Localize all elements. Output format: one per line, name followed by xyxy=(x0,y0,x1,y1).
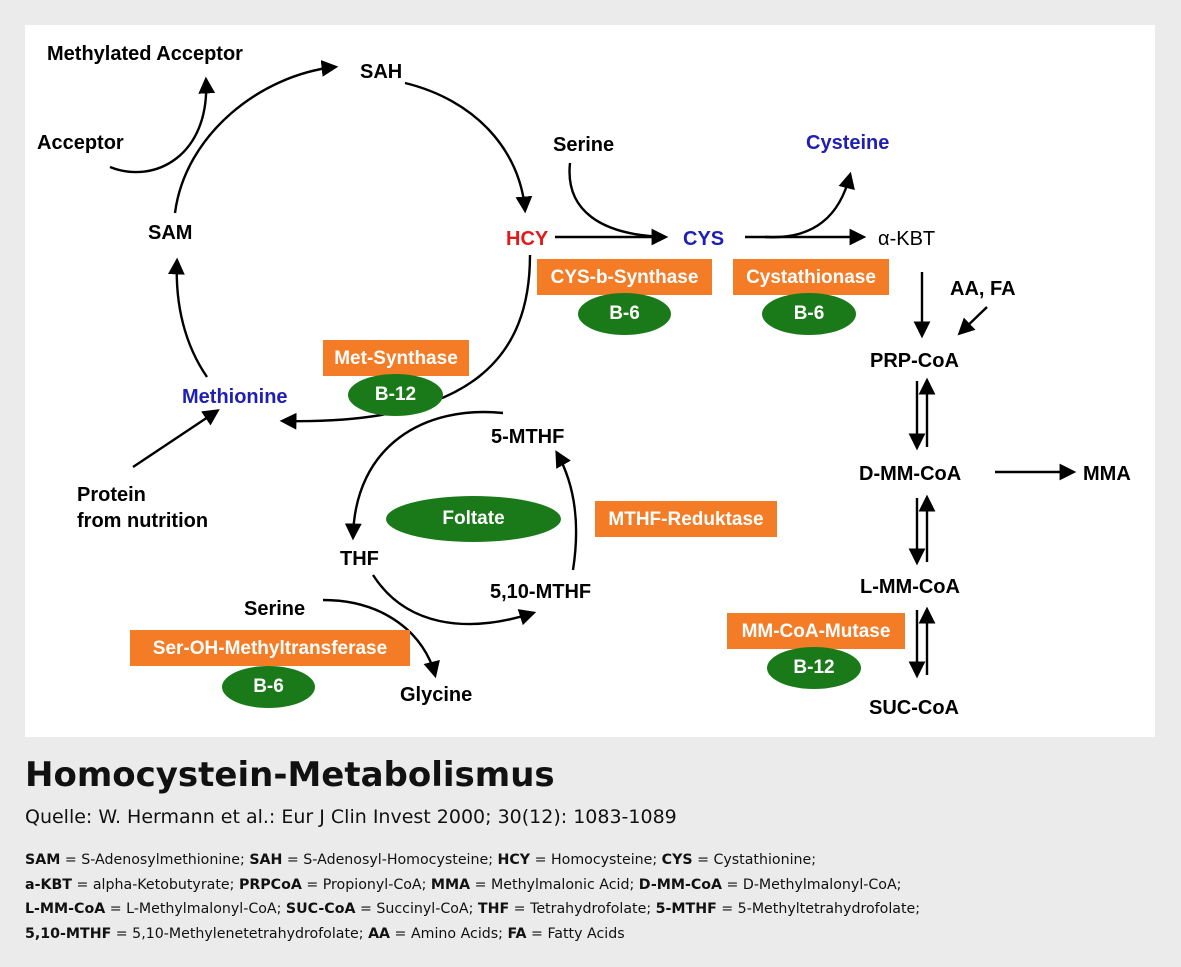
glossary-definition: = Cystathionine; xyxy=(692,852,817,868)
glossary-abbr: SUC-CoA xyxy=(285,901,356,917)
cofactor-b12-mutase: B-12 xyxy=(767,647,861,689)
arrow-sam-to-sah xyxy=(173,60,339,214)
node-5-10-mthf: 5,10-MTHF xyxy=(490,581,592,603)
glossary-definition: = L-Methylmalonyl-CoA; xyxy=(105,901,286,917)
arrow-hcy-to-methionine xyxy=(279,254,532,430)
glossary-line: SAM = S-Adenosylmethionine; SAH = S-Aden… xyxy=(25,848,1165,873)
glossary-abbr: AA xyxy=(368,925,391,942)
node-5-mthf: 5-MTHF xyxy=(491,426,565,448)
node-aa-fa: AA, FA xyxy=(950,278,1016,300)
arrow-acceptor-to-methylated xyxy=(109,76,216,174)
glossary-definition: = alpha-Ketobutyrate; xyxy=(71,876,239,893)
arrow-5mthf-to-thf xyxy=(344,410,504,541)
glossary-abbr: a-KBT xyxy=(25,876,72,893)
glossary-abbr: CYS xyxy=(661,852,693,868)
source-citation: Quelle: W. Hermann et al.: Eur J Clin In… xyxy=(25,806,677,828)
glossary-definition: = 5,10-Methylenetetrahydrofolate; xyxy=(111,925,369,942)
node-glycine: Glycine xyxy=(400,684,473,706)
glossary-abbr: FA xyxy=(507,925,527,942)
arrow-5-10mthf-to-5mthf xyxy=(555,450,578,571)
glossary-abbr: MMA xyxy=(430,876,471,893)
arrow-protein-to-methionine xyxy=(132,409,220,468)
glossary-abbr: PRPCoA xyxy=(238,876,302,893)
arrow-serine-to-glycine xyxy=(322,598,440,679)
pathway-diagram: Methylated Acceptor SAH Acceptor SAM Met… xyxy=(25,25,1155,737)
glossary-abbr: THF xyxy=(477,901,510,917)
glossary-definition: = Tetrahydrofolate; xyxy=(509,901,656,917)
glossary-abbr: SAH xyxy=(249,852,283,868)
arrow-thf-to-5-10mthf xyxy=(371,574,537,626)
glossary-abbr: 5-MTHF xyxy=(655,901,717,917)
glossary-definition: = Homocysteine; xyxy=(530,852,662,868)
node-cysteine: Cysteine xyxy=(806,132,890,154)
node-hcy: HCY xyxy=(506,228,549,250)
glossary-definition: = S-Adenosyl-Homocysteine; xyxy=(282,852,498,868)
glossary-definition: = Succinyl-CoA; xyxy=(355,901,478,917)
cofactor-b6-cystathionase: B-6 xyxy=(762,293,856,335)
enzyme-mthf-reduktase: MTHF-Reduktase xyxy=(595,501,777,537)
node-mma: MMA xyxy=(1083,463,1131,485)
enzyme-mm-coa-mutase: MM-CoA-Mutase xyxy=(727,613,905,649)
glossary-line: 5,10-MTHF = 5,10-Methylenetetrahydrofola… xyxy=(25,922,1165,947)
glossary-line: L-MM-CoA = L-Methylmalonyl-CoA; SUC-CoA … xyxy=(25,897,1165,922)
arrow-aafa-to-prpcoa xyxy=(957,306,988,336)
glossary-definition: = Propionyl-CoA; xyxy=(301,876,431,893)
cofactor-b6-cbs: B-6 xyxy=(578,293,671,335)
glossary-abbr: 5,10-MTHF xyxy=(25,925,112,942)
node-a-kbt: α-KBT xyxy=(878,228,936,250)
node-suc-coa: SUC-CoA xyxy=(869,697,959,719)
glossary-abbr: L-MM-CoA xyxy=(25,901,106,917)
glossary-abbr: SAM xyxy=(25,852,61,868)
node-acceptor: Acceptor xyxy=(37,132,124,154)
cofactor-b6-shmt: B-6 xyxy=(222,666,315,708)
node-sam: SAM xyxy=(148,222,193,244)
glossary-abbr: D-MM-CoA xyxy=(638,876,722,893)
glossary-line: a-KBT = alpha-Ketobutyrate; PRPCoA = Pro… xyxy=(25,873,1165,898)
node-d-mm-coa: D-MM-CoA xyxy=(859,463,962,485)
arrow-cys-to-cysteine xyxy=(764,171,855,239)
page-title: Homocystein-Metabolismus xyxy=(25,755,555,795)
glossary-definition: = Amino Acids; xyxy=(390,925,508,942)
node-protein: Protein xyxy=(77,484,146,506)
glossary-definition: = 5-Methyltetrahydrofolate; xyxy=(716,901,921,917)
node-l-mm-coa: L-MM-CoA xyxy=(860,576,960,598)
pathway-arrows xyxy=(109,60,1077,679)
node-prp-coa: PRP-CoA xyxy=(870,350,959,372)
abbreviation-glossary: SAM = S-Adenosylmethionine; SAH = S-Aden… xyxy=(25,848,1165,946)
glossary-definition: = Methylmalonic Acid; xyxy=(470,876,639,893)
cofactor-b12-met-synthase: B-12 xyxy=(348,374,443,416)
node-methylated-acceptor: Methylated Acceptor xyxy=(47,43,243,65)
node-serine-bottom: Serine xyxy=(244,598,306,620)
glossary-definition: = Fatty Acids xyxy=(526,925,625,942)
enzyme-ser-oh-methyltransferase: Ser-OH-Methyltransferase xyxy=(130,630,410,666)
node-cys: CYS xyxy=(683,228,725,250)
cofactor-foltate: Foltate xyxy=(386,496,561,542)
arrow-methionine-to-sam xyxy=(168,257,208,378)
enzyme-met-synthase: Met-Synthase xyxy=(323,340,469,376)
node-from-nutrition: from nutrition xyxy=(77,510,209,532)
node-serine-top: Serine xyxy=(553,134,615,156)
arrow-sah-to-hcy xyxy=(404,81,533,214)
arrow-serine-to-cys xyxy=(568,162,666,239)
enzyme-cys-b-synthase: CYS-b-Synthase xyxy=(537,259,712,295)
node-sah: SAH xyxy=(360,61,403,83)
glossary-definition: = S-Adenosylmethionine; xyxy=(60,852,250,868)
enzyme-cystathionase: Cystathionase xyxy=(733,259,889,295)
glossary-abbr: HCY xyxy=(497,852,531,868)
node-methionine: Methionine xyxy=(182,386,288,408)
glossary-definition: = D-Methylmalonyl-CoA; xyxy=(721,876,902,893)
node-thf: THF xyxy=(340,548,379,570)
